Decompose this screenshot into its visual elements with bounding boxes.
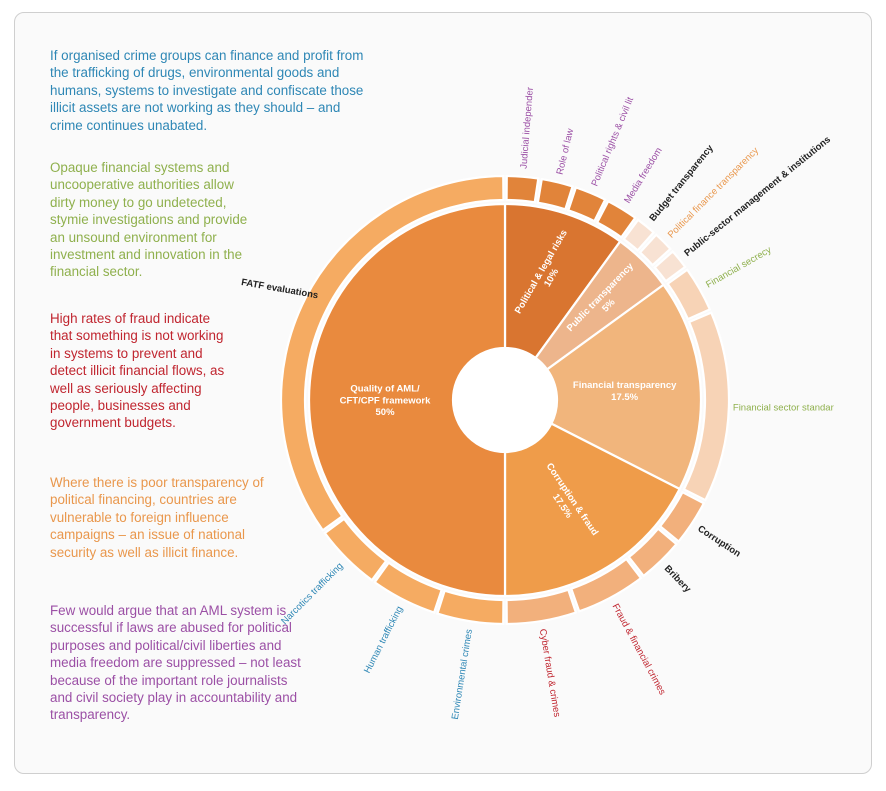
outer-label-fatf-evaluations: FATF evaluations <box>240 277 319 301</box>
outer-segment-judicial-independer <box>505 174 540 204</box>
outer-segment-fraud-financial-crimes <box>569 557 643 613</box>
intro-paragraph-4: Where there is poor transparency of poli… <box>50 475 264 560</box>
outer-label-human-trafficking: Human trafficking <box>362 605 405 676</box>
outer-label-environmental-crimes: Environmental crimes <box>450 628 475 720</box>
outer-segment-fatf-evaluations <box>279 174 505 532</box>
outer-label-bribery: Bribery <box>662 563 694 595</box>
outer-segment-bribery <box>627 527 679 578</box>
intro-paragraph-3: High rates of fraud indicate that someth… <box>50 311 225 431</box>
outer-label-fraud-financial-crimes: Fraud & financial crimes <box>610 602 668 697</box>
outer-segment-narcotics-trafficking <box>323 517 388 582</box>
intro-paragraph-5: Few would argue that an AML system is su… <box>50 603 301 723</box>
outer-segment-political-rights-civil-lit <box>566 186 607 223</box>
outer-label-financial-secrecy: Financial secrecy <box>704 245 773 291</box>
outer-label-judicial-independer: Judicial independer <box>519 87 536 169</box>
intro-paragraph-2: Opaque financial systems and uncooperati… <box>50 160 248 280</box>
outer-segment-cyber-fraud-crimes <box>505 588 578 626</box>
center-hole <box>453 348 557 452</box>
outer-label-cyber-fraud-crimes: Cyber fraud & crimes <box>537 628 563 718</box>
outer-ring <box>279 174 731 626</box>
outer-segment-media-freedom <box>595 199 637 239</box>
outer-segment-financial-sector-standar <box>682 311 731 502</box>
outer-segment-role-of-law <box>536 177 574 211</box>
outer-label-corruption: Corruption <box>695 523 742 559</box>
outer-label-role-of-law: Role of law <box>555 127 577 175</box>
inner-ring <box>307 202 703 598</box>
outer-segment-budget-transparency <box>622 218 656 252</box>
outer-label-financial-sector-standar: Financial sector standar <box>733 402 834 413</box>
outer-label-political-rights-civil-lit: Political rights & civil lit <box>589 95 636 188</box>
outer-segment-environmental-crimes <box>436 589 505 626</box>
outer-segment-political-finance-transparency <box>638 233 672 267</box>
outer-segment-public-sector-management-institutions <box>653 249 687 283</box>
outer-segment-financial-secrecy <box>666 268 712 321</box>
outer-label-narcotics-trafficking: Narcotics trafficking <box>279 561 345 627</box>
intro-paragraph-1: If organised crime groups can finance an… <box>50 48 364 133</box>
outer-segment-corruption <box>658 490 706 543</box>
outer-label-media-freedom: Media freedom <box>622 146 665 206</box>
outer-segment-human-trafficking <box>373 561 444 614</box>
